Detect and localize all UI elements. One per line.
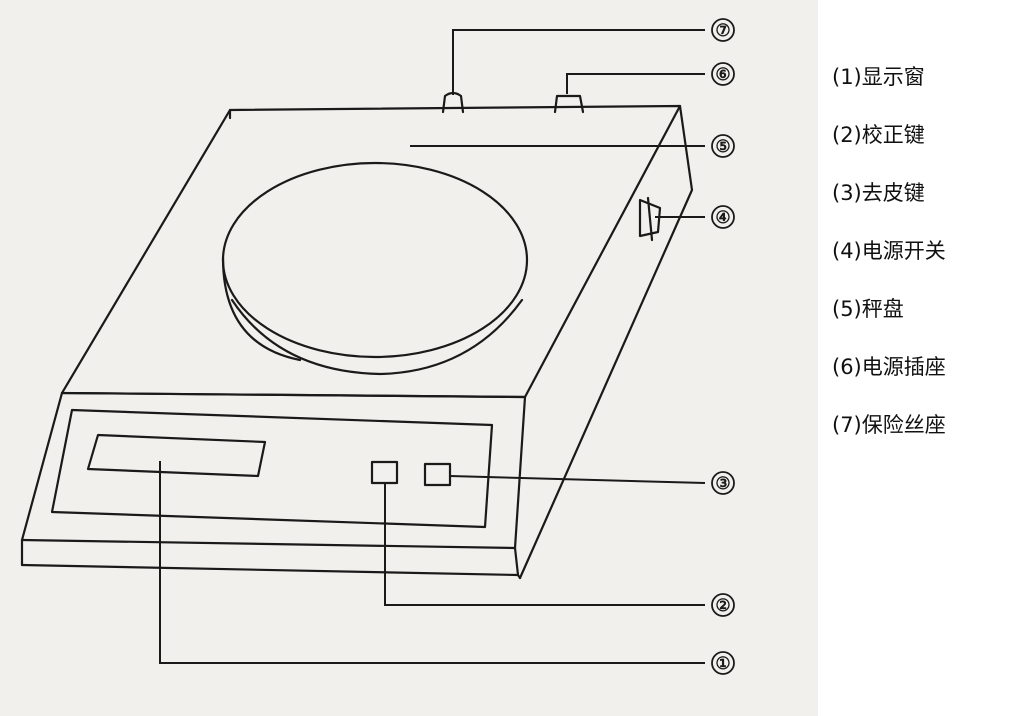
- leader-lines: [159, 29, 706, 664]
- weighing-pan-side: [221, 256, 302, 362]
- front-panel-left-edge: [20, 391, 64, 542]
- base-bottom-edge: [20, 563, 520, 577]
- marker-7-label: ⑦: [715, 21, 730, 41]
- leader-1: [159, 461, 705, 664]
- marker-1: ①: [711, 651, 735, 675]
- balance-body: [60, 104, 694, 580]
- balance-base: [20, 538, 522, 580]
- marker-4: ④: [711, 205, 735, 229]
- leader-6: [566, 73, 705, 94]
- calibration-key[interactable]: [370, 460, 399, 485]
- base-corner-edge: [513, 546, 522, 580]
- marker-7: ⑦: [711, 18, 735, 42]
- weighing-pan-lower-rim: [230, 298, 524, 376]
- power-switch-ridge: [646, 196, 654, 242]
- base-top-edge: [20, 538, 517, 550]
- control-panel-frame: [50, 408, 494, 529]
- legend-item-tare-key: (3)去皮键: [832, 181, 925, 205]
- weighing-pan-rim: [221, 161, 529, 359]
- parts-legend: (1)显示窗 (2)校正键 (3)去皮键 (4)电源开关 (5)秤盘 (6)电源…: [832, 48, 1016, 454]
- tare-key[interactable]: [423, 462, 452, 487]
- marker-3-label: ③: [715, 474, 730, 494]
- display-window[interactable]: [86, 433, 267, 478]
- marker-5: ⑤: [711, 134, 735, 158]
- legend-item-power-socket: (6)电源插座: [832, 355, 946, 379]
- right-side-face: [518, 104, 694, 580]
- weighing-pan: [221, 161, 529, 376]
- leader-7: [452, 29, 705, 95]
- legend-item-weighing-pan: (5)秤盘: [832, 297, 904, 321]
- marker-2-label: ②: [715, 596, 730, 616]
- marker-6: ⑥: [711, 62, 735, 86]
- marker-2: ②: [711, 593, 735, 617]
- marker-1-label: ①: [715, 654, 730, 674]
- leader-3: [449, 475, 706, 484]
- marker-5-label: ⑤: [715, 137, 730, 157]
- marker-6-label: ⑥: [715, 65, 730, 85]
- legend-item-fuse-holder: (7)保险丝座: [832, 413, 946, 437]
- electronic-balance-diagram: ⑦ ⑥ ⑤ ④ ③ ② ①: [20, 18, 735, 675]
- top-face: [60, 104, 682, 399]
- legend-item-power-switch: (4)电源开关: [832, 239, 946, 263]
- marker-3: ③: [711, 471, 735, 495]
- power-switch-body: [638, 198, 662, 238]
- power-switch[interactable]: [638, 196, 662, 242]
- leader-2: [384, 483, 705, 606]
- marker-4-label: ④: [715, 208, 730, 228]
- legend-item-calibration-key: (2)校正键: [832, 123, 925, 147]
- legend-item-display-window: (1)显示窗: [832, 65, 925, 89]
- balance-diagram-panel: ⑦ ⑥ ⑤ ④ ③ ② ①: [0, 0, 818, 716]
- power-socket[interactable]: [553, 94, 585, 114]
- front-panel: [20, 391, 527, 550]
